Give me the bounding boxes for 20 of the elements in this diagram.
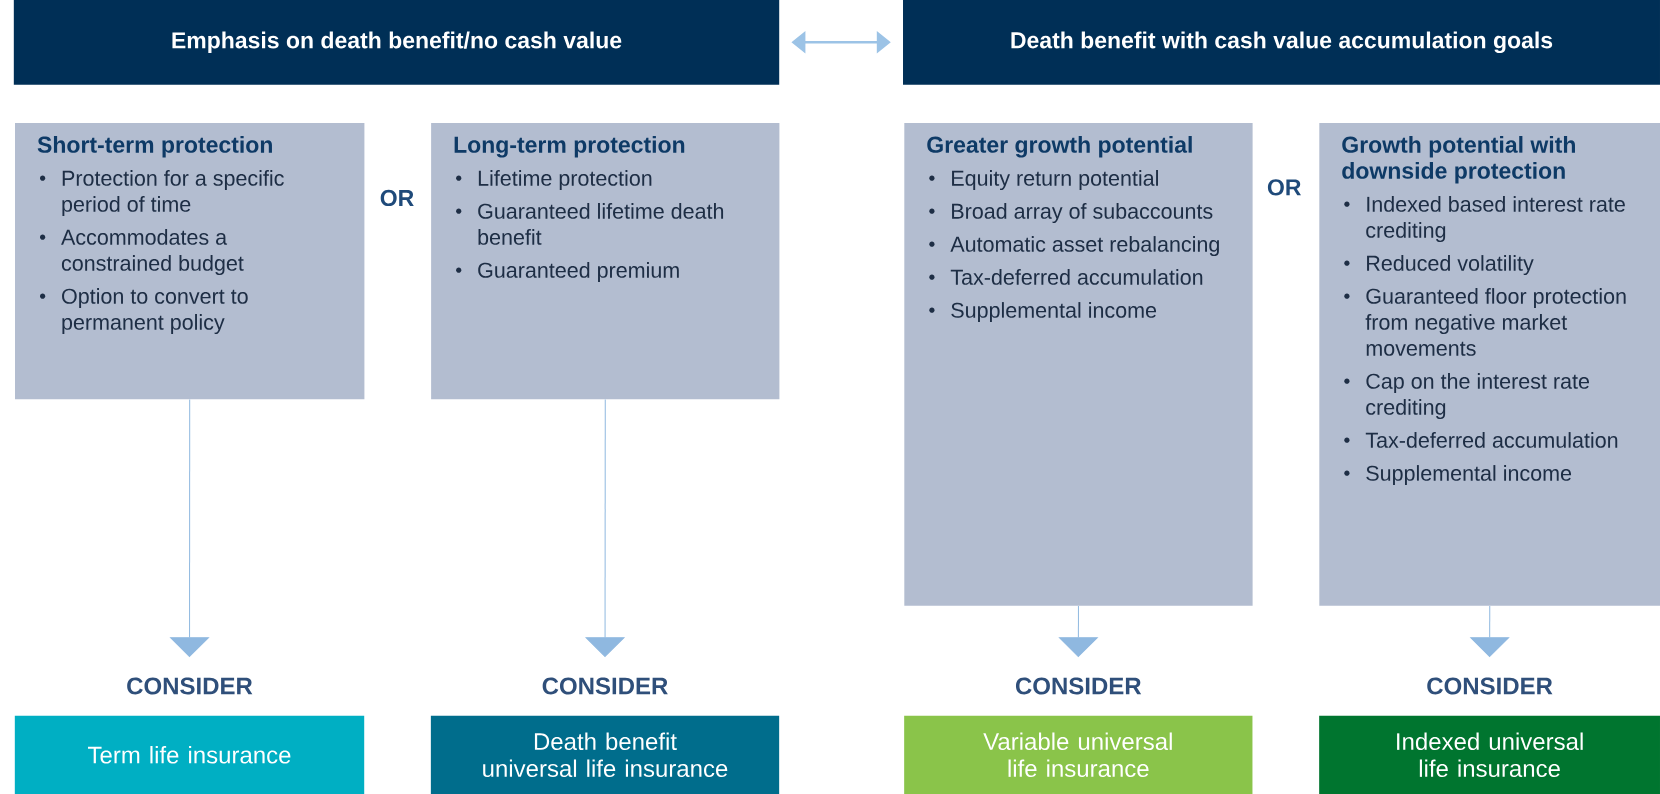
arrow (585, 399, 625, 657)
product-box: Variable universal life insurance (904, 715, 1253, 794)
feature-box: Short-term protection Protection for a specific period of time Accommodates a constrained budget Option to convert to permanent policy (15, 123, 365, 400)
product-box: Indexed universal life insurance (1319, 715, 1660, 794)
heading-text: CONSIDER (1427, 677, 1553, 695)
arrow (1059, 605, 1098, 657)
heading-text: CONSIDER (127, 677, 253, 695)
arrow (1470, 605, 1510, 657)
feature-box: Long-term protection Lifetime protection Guaranteed lifetime death benefit Guaranteed premium (431, 123, 780, 400)
header-band: Death benefit with cash value accumulation goals (903, 0, 1660, 85)
product-box: Term life insurance (14, 715, 365, 794)
heading-text: CONSIDER (542, 677, 668, 695)
feature-box: Greater growth potential Equity return potential Broad array of subaccounts Automatic asset rebalancing Tax-deferred accumulation Supplemental income (904, 123, 1253, 606)
heading-text: CONSIDER (1015, 677, 1142, 695)
feature-box: Growth potential with downside protection Indexed based interest rate crediting Reduced volatility Guaranteed floor protection from negative market movements Cap on the interest rate crediting Tax-deferred accumulation Supplemental income (1319, 123, 1660, 606)
arrow (170, 399, 209, 657)
header-band: Emphasis on death benefit/no cash value (13, 0, 780, 85)
or-label: OR (380, 189, 414, 207)
product-box: Death benefit universal life insurance (430, 715, 780, 794)
or-label: OR (1267, 179, 1301, 196)
